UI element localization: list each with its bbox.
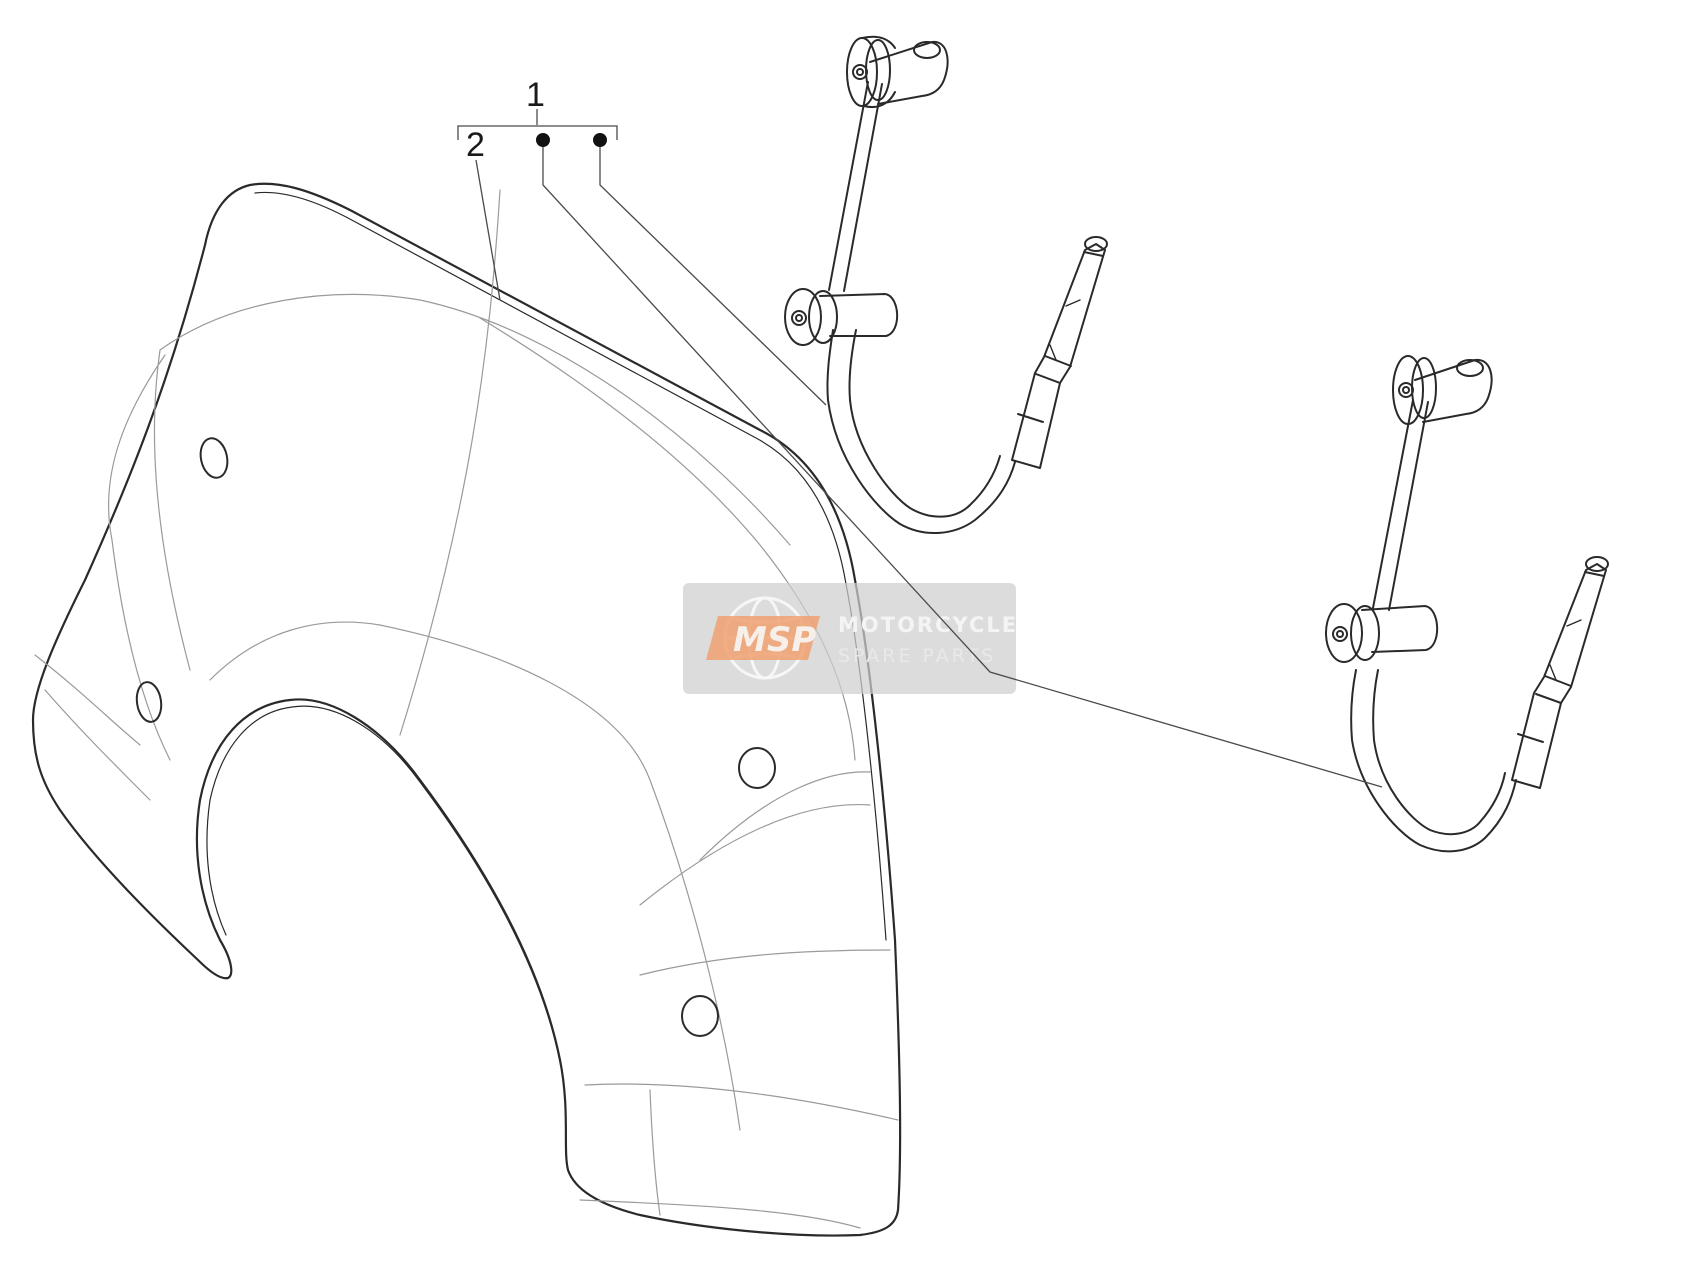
callout-bullets bbox=[536, 133, 607, 147]
top-mount bbox=[1414, 358, 1493, 423]
watermark-line-2: SPARE PARTS bbox=[838, 645, 996, 667]
threaded-stud bbox=[1511, 563, 1607, 789]
windshield-arch-edge bbox=[206, 705, 561, 1063]
leader-bullet-b bbox=[599, 142, 827, 406]
watermark-line-1: MOTORCYCLE bbox=[838, 613, 1018, 637]
mounting-hole bbox=[199, 437, 229, 479]
callout-leaders bbox=[457, 109, 1383, 788]
leader-2 bbox=[475, 159, 501, 301]
watermark: MSP MOTORCYCLE SPARE PARTS bbox=[683, 583, 1018, 694]
bracket-arm bbox=[828, 81, 869, 291]
mounting-bracket-lower bbox=[1325, 355, 1609, 853]
rubber-grommet bbox=[1325, 603, 1363, 663]
callout-number-1: 1 bbox=[526, 76, 545, 114]
bracket-rod bbox=[826, 329, 1016, 534]
callout-number-2: 2 bbox=[466, 126, 485, 164]
windshield-mounting-holes bbox=[135, 437, 776, 1037]
watermark-background bbox=[683, 583, 1016, 694]
mounting-hole bbox=[135, 681, 163, 723]
middle-mount bbox=[1361, 605, 1439, 653]
mounting-hole bbox=[681, 995, 719, 1037]
mounting-hole bbox=[738, 747, 776, 789]
windshield-edge bbox=[254, 191, 887, 941]
middle-mount bbox=[819, 293, 899, 337]
callout-1-bracket bbox=[457, 125, 618, 140]
bracket-rod bbox=[1350, 669, 1517, 853]
logo-banner bbox=[706, 616, 820, 660]
rubber-grommet bbox=[1392, 355, 1424, 425]
windshield bbox=[31, 182, 902, 1237]
threaded-stud bbox=[1011, 243, 1106, 469]
callout-bullet bbox=[593, 133, 607, 147]
windshield-outline bbox=[31, 182, 902, 1237]
callout-bullet bbox=[536, 133, 550, 147]
watermark-logo-text: MSP bbox=[733, 620, 816, 660]
rubber-grommet bbox=[784, 288, 822, 346]
top-mount bbox=[869, 40, 949, 105]
leader-bullet-a bbox=[542, 142, 1383, 788]
bracket-arm bbox=[1372, 399, 1414, 609]
windshield-contour-lines bbox=[34, 189, 899, 1229]
mounting-bracket-upper bbox=[784, 35, 1108, 534]
